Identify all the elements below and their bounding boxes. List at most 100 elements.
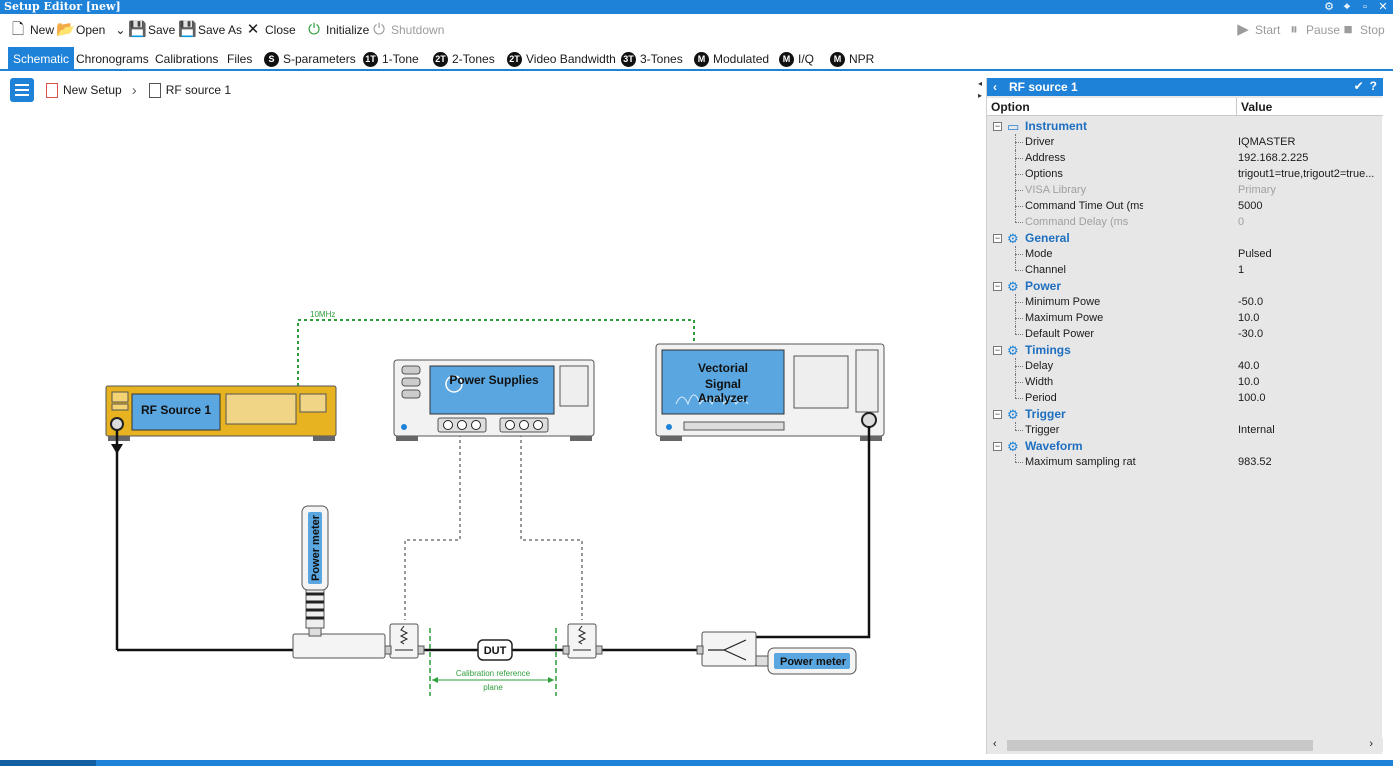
close-button[interactable]: ✕ Close xyxy=(246,21,296,38)
save-icon: 💾 xyxy=(128,21,147,38)
collapse-icon[interactable]: − xyxy=(993,441,1002,451)
close-window-icon[interactable]: ✕ xyxy=(1378,1,1388,13)
group-trigger[interactable]: − ⚙ Trigger xyxy=(993,407,1066,422)
schematic-canvas[interactable]: 10MHz RF Source 1 xyxy=(8,104,976,758)
float-icon[interactable]: ▫ xyxy=(1363,1,1367,13)
three-tones-icon: 3T xyxy=(621,51,636,67)
calibration-plane xyxy=(429,628,557,696)
breadcrumb-setup[interactable]: New Setup xyxy=(40,82,122,98)
power-supplies-instrument[interactable] xyxy=(393,359,595,441)
dut-label: DUT xyxy=(484,645,507,657)
panel-title: RF source 1 xyxy=(1009,80,1078,94)
window-title: Setup Editor [new] xyxy=(4,0,121,13)
power-supplies-label: Power Supplies xyxy=(449,373,539,387)
cal-plane-label-1: Calibration reference xyxy=(456,669,531,678)
open-button[interactable]: 📂 Open ⌄ xyxy=(56,21,126,38)
properties-panel: ‹ RF source 1 ✔ ? Option Value − ▭ Instr… xyxy=(986,78,1383,754)
tab-files[interactable]: Files xyxy=(227,52,253,66)
new-file-icon: 🗋 xyxy=(11,21,25,38)
scrollbar-thumb[interactable] xyxy=(1007,740,1313,751)
chevron-down-icon[interactable]: ⌄ xyxy=(115,23,126,37)
pause-button[interactable]: ⏸ Pause xyxy=(1286,20,1340,40)
panel-splitter[interactable]: ◂▸ xyxy=(978,79,983,100)
tab-calibrations[interactable]: Calibrations xyxy=(155,52,219,66)
help-icon[interactable]: ? xyxy=(1369,79,1377,93)
dut-block[interactable] xyxy=(477,639,513,661)
check-icon[interactable]: ✔ xyxy=(1353,79,1364,93)
group-waveform[interactable]: − ⚙ Waveform xyxy=(993,439,1083,454)
setup-document-icon xyxy=(46,82,58,98)
collapse-icon[interactable]: − xyxy=(993,281,1002,291)
bias-wires xyxy=(404,434,583,620)
settings-icon[interactable]: ⚙ xyxy=(1324,1,1334,13)
tab-bar: Schematic Chronograms Calibrations Files… xyxy=(0,45,1393,71)
scroll-left-icon[interactable]: ‹ xyxy=(993,738,997,750)
stop-button[interactable]: ■ Stop xyxy=(1340,20,1384,40)
save-as-button[interactable]: 💾 Save As xyxy=(178,21,243,38)
back-icon[interactable]: ‹ xyxy=(993,80,997,94)
save-button[interactable]: 💾 Save xyxy=(128,21,176,38)
property-row[interactable]: Minimum Powe-50.0 xyxy=(987,294,1383,310)
rf-source-instrument[interactable] xyxy=(105,385,337,441)
group-timings[interactable]: − ⚙ Timings xyxy=(993,343,1071,358)
ref-clock-wire xyxy=(297,319,695,386)
collapse-icon[interactable]: − xyxy=(993,345,1002,355)
chevron-right-icon: › xyxy=(131,81,137,99)
breadcrumb-current[interactable]: RF source 1 xyxy=(143,82,231,98)
initialize-button[interactable]: ⏻ Initialize xyxy=(306,20,369,40)
save-as-icon: 💾 xyxy=(178,21,197,38)
new-button[interactable]: 🗋 New xyxy=(11,21,55,38)
right-power-meter[interactable] xyxy=(755,647,857,675)
hamburger-menu-button[interactable] xyxy=(10,78,34,102)
bottom-tab-indicator xyxy=(0,760,96,766)
s-param-icon: S xyxy=(264,51,279,67)
property-row[interactable]: Default Power-30.0 xyxy=(987,326,1383,342)
start-button[interactable]: ▶ Start xyxy=(1235,20,1280,40)
group-general[interactable]: − ⚙ General xyxy=(993,231,1070,246)
pin-icon[interactable]: ⌖ xyxy=(1343,1,1351,13)
vsa-instrument[interactable] xyxy=(655,343,885,441)
toolbar: 🗋 New 📂 Open ⌄ 💾 Save 💾 Save As ✕ Close … xyxy=(0,16,1393,44)
coupler xyxy=(292,627,386,659)
vertical-power-meter-sensor[interactable] xyxy=(301,505,329,629)
shutdown-button[interactable]: ⏻ Shutdown xyxy=(371,20,444,40)
value-column-header: Value xyxy=(1241,100,1273,114)
gear-icon: ⚙ xyxy=(1007,279,1019,294)
pause-icon: ⏸ xyxy=(1290,21,1298,38)
tab-chronograms[interactable]: Chronograms xyxy=(76,52,149,66)
tab-schematic[interactable]: Schematic xyxy=(8,47,75,71)
scroll-right-icon[interactable]: › xyxy=(1369,738,1373,750)
collapse-icon[interactable]: − xyxy=(993,233,1002,243)
power-icon: ⏻ xyxy=(308,21,320,38)
panel-header: ‹ RF source 1 ✔ ? xyxy=(987,78,1383,96)
collapse-icon[interactable]: − xyxy=(993,121,1002,131)
group-instrument[interactable]: − ▭ Instrument xyxy=(993,119,1088,134)
horizontal-scrollbar[interactable]: ‹ › xyxy=(987,738,1383,752)
group-power[interactable]: − ⚙ Power xyxy=(993,279,1062,294)
collapse-icon[interactable]: − xyxy=(993,409,1002,419)
gear-icon: ⚙ xyxy=(1007,231,1019,246)
